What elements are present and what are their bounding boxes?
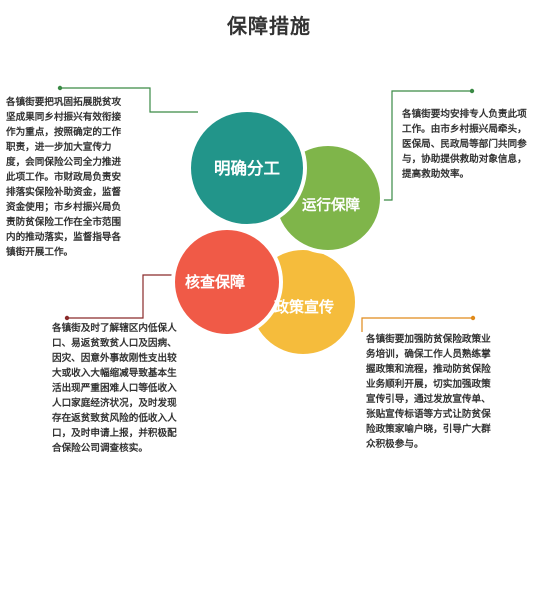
- connector-dot-2: [469, 88, 475, 94]
- petal-label-check: 核查保障: [185, 273, 245, 291]
- connector-dot-3: [64, 315, 70, 321]
- petal-label-operation: 运行保障: [302, 196, 360, 214]
- petal-division: [187, 108, 307, 228]
- connector-line-3: [67, 274, 178, 319]
- connector-dot-1: [57, 85, 63, 91]
- description-division: 各镇街要把巩固拓展脱贫攻坚成果同乡村振兴有效衔接作为重点，按照确定的工作职责，进…: [6, 97, 122, 258]
- petal-label-division: 明确分工: [214, 158, 280, 178]
- description-policy: 各镇街要加强防贫保险政策业务培训，确保工作人员熟练掌握政策和流程，推动防贫保险业…: [366, 334, 491, 450]
- petal-check: [171, 226, 283, 338]
- petal-label-policy: 政策宣传: [274, 298, 334, 316]
- page-title: 保障措施: [227, 14, 311, 38]
- connector-line-4: [361, 317, 473, 332]
- description-check: 各镇街及时了解辖区内低保人口、易返贫致贫人口及因病、因灾、因意外事故刚性支出较大…: [52, 323, 177, 454]
- connector-line-1: [60, 87, 198, 113]
- description-operation: 各镇街要均安排专人负责此项工作。由市乡村振兴局牵头，医保局、民政局等部门共同参与…: [402, 109, 527, 180]
- connector-dot-4: [470, 315, 476, 321]
